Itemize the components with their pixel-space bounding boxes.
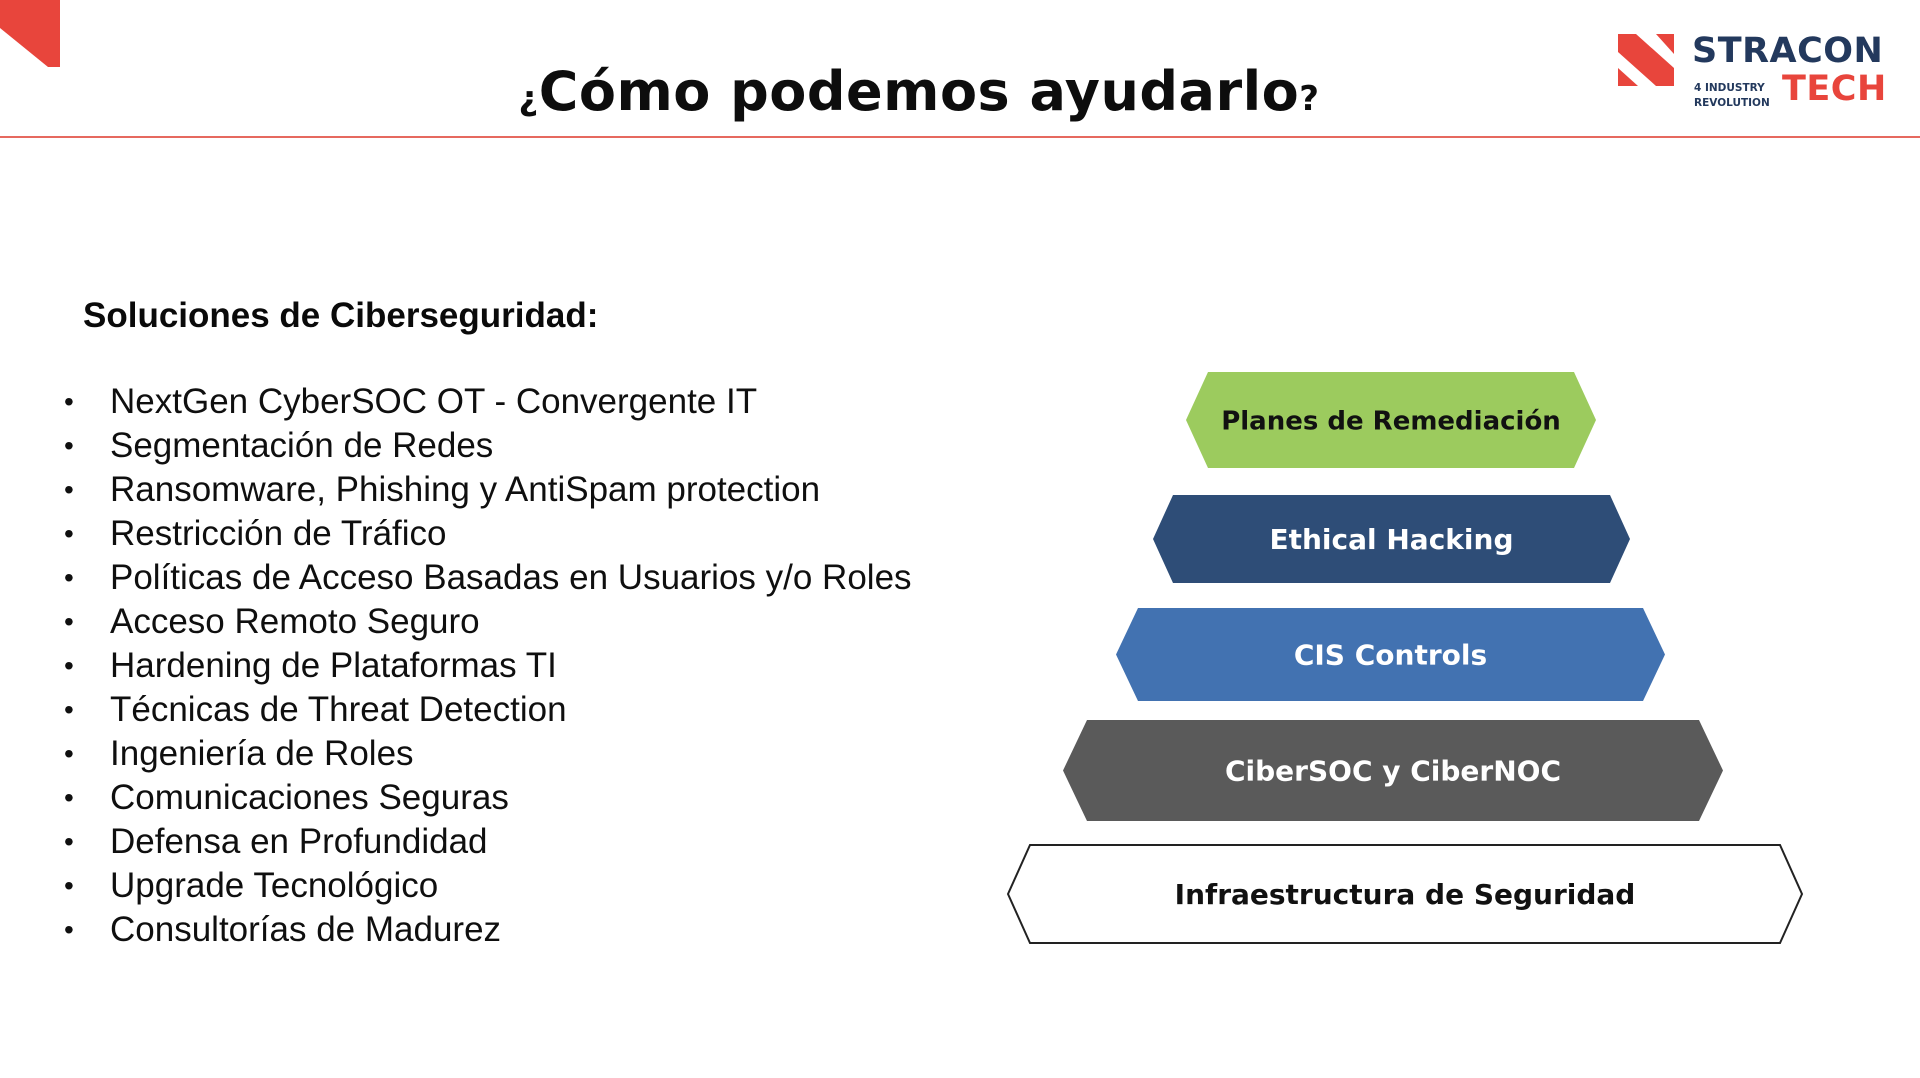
page-title: ¿Cómo podemos ayudarlo?: [0, 60, 1838, 123]
solutions-list: • NextGen CyberSOC OT - Convergente IT • Se…: [0, 380, 912, 952]
list-item: • Consultorías de Madurez: [0, 908, 912, 952]
list-item: • Ransomware, Phishing y AntiSpam protect…: [0, 468, 912, 512]
header-divider: [0, 136, 1920, 138]
list-item: • NextGen CyberSOC OT - Convergente IT: [0, 380, 912, 424]
list-item-label: Hardening de Plataformas TI: [110, 646, 557, 685]
pyramid-level-label: CIS Controls: [1294, 639, 1487, 672]
bullet-dot: •: [64, 870, 74, 901]
company-logo: STRACON 4 INDUSTRY REVOLUTION TECH: [1612, 24, 1892, 116]
pyramid-level-shape: [1116, 608, 1665, 701]
list-item: • Defensa en Profundidad: [0, 820, 912, 864]
bullet-dot: •: [64, 650, 74, 681]
pyramid-level-shape: [1006, 844, 1804, 944]
bullet-dot: •: [64, 562, 74, 593]
bullet-dot: •: [64, 826, 74, 857]
bullet-dot: •: [64, 430, 74, 461]
list-item: • Restricción de Tráfico: [0, 512, 912, 556]
corner-accent: [0, 0, 60, 67]
bullet-dot: •: [64, 694, 74, 725]
logo-word-stracon: STRACON: [1692, 31, 1884, 71]
title-text: Cómo podemos ayudarlo: [538, 60, 1300, 123]
logo-tagline-line1: 4 INDUSTRY: [1694, 82, 1765, 94]
logo-word-tech: TECH: [1782, 69, 1887, 109]
logo-tagline: 4 INDUSTRY REVOLUTION: [1694, 81, 1770, 111]
list-item-label: Upgrade Tecnológico: [110, 866, 439, 905]
bullet-dot: •: [64, 606, 74, 637]
list-item-label: Políticas de Acceso Basadas en Usuarios …: [110, 558, 912, 597]
bullet-dot: •: [64, 738, 74, 769]
list-item-label: Restricción de Tráfico: [110, 514, 447, 553]
pyramid-level-label: Planes de Remediación: [1221, 406, 1561, 436]
pyramid-level-label: CiberSOC y CiberNOC: [1225, 755, 1561, 788]
bullet-dot: •: [64, 474, 74, 505]
list-item-label: Acceso Remoto Seguro: [110, 602, 480, 641]
list-item: • Comunicaciones Seguras: [0, 776, 912, 820]
bullet-dot: •: [64, 914, 74, 945]
list-item-label: Comunicaciones Seguras: [110, 778, 509, 817]
list-item-label: Técnicas de Threat Detection: [110, 690, 567, 729]
logo-s-icon: [1618, 34, 1674, 86]
list-item: • Acceso Remoto Seguro: [0, 600, 912, 644]
list-item-label: Defensa en Profundidad: [110, 822, 488, 861]
bullet-dot: •: [64, 782, 74, 813]
list-item-label: Consultorías de Madurez: [110, 910, 502, 949]
title-open-mark: ¿: [518, 79, 539, 119]
title-close-mark: ?: [1299, 79, 1320, 119]
list-item-label: Segmentación de Redes: [110, 426, 494, 465]
bullet-dot: •: [64, 518, 74, 549]
pyramid-level-shape: [1186, 372, 1596, 468]
pyramid-level-label: Infraestructura de Seguridad: [1175, 878, 1636, 911]
pyramid-level-shape: [1153, 495, 1630, 583]
list-item-label: Ransomware, Phishing y AntiSpam protecti…: [110, 470, 821, 509]
list-item: • Hardening de Plataformas TI: [0, 644, 912, 688]
list-item-label: NextGen CyberSOC OT - Convergente IT: [110, 382, 758, 421]
list-item: • Ingeniería de Roles: [0, 732, 912, 776]
list-item: • Upgrade Tecnológico: [0, 864, 912, 908]
list-item: • Técnicas de Threat Detection: [0, 688, 912, 732]
pyramid-level-label: Ethical Hacking: [1269, 523, 1513, 556]
pyramid-level-shape: [1063, 720, 1723, 821]
section-heading: Soluciones de Ciberseguridad:: [83, 296, 599, 335]
logo-tagline-line2: REVOLUTION: [1694, 97, 1770, 109]
bullet-dot: •: [64, 386, 74, 417]
list-item: • Segmentación de Redes: [0, 424, 912, 468]
list-item: • Políticas de Acceso Basadas en Usuarios…: [0, 556, 912, 600]
list-item-label: Ingeniería de Roles: [110, 734, 414, 773]
